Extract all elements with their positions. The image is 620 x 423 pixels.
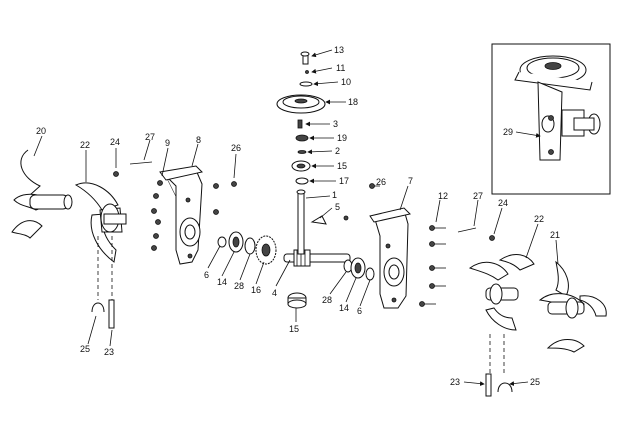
callout-21: 21 (550, 230, 560, 240)
left-bearing-stack (217, 231, 277, 265)
callout-9: 9 (165, 138, 170, 148)
callout-29: 29 (503, 127, 513, 137)
callout-18: 18 (348, 97, 358, 107)
worm-shaft (283, 249, 351, 267)
callout-15-upper: 15 (337, 161, 347, 171)
fastener-set (113, 161, 495, 307)
left-outer-tine (11, 149, 73, 239)
leader-lines (33, 49, 559, 386)
left-inner-tine (74, 182, 127, 263)
left-housing-half (159, 165, 203, 265)
tine-pins-clips (91, 236, 513, 397)
callout-23-right: 23 (450, 377, 460, 387)
callout-labels: 13 11 10 18 3 19 2 15 17 1 5 20 22 24 27… (36, 45, 560, 387)
lower-bearing (287, 292, 307, 309)
right-housing-half (369, 207, 411, 309)
callout-2: 2 (335, 146, 340, 156)
callout-25-right: 25 (530, 377, 540, 387)
callout-14-left: 14 (217, 277, 227, 287)
callout-25-left: 25 (80, 344, 90, 354)
callout-1: 1 (332, 190, 337, 200)
callout-16: 16 (251, 285, 261, 295)
callout-22-left: 22 (80, 140, 90, 150)
callout-26-left: 26 (231, 143, 241, 153)
right-inner-tine (468, 253, 535, 331)
callout-20: 20 (36, 126, 46, 136)
callout-24-left: 24 (110, 137, 120, 147)
callout-5: 5 (335, 202, 340, 212)
input-shaft (296, 189, 327, 255)
right-bearing-stack (343, 257, 375, 281)
right-outer-tine (538, 260, 607, 353)
callout-27-left: 27 (145, 132, 155, 142)
callout-17: 17 (339, 176, 349, 186)
callout-14-right: 14 (339, 303, 349, 313)
callout-7: 7 (408, 176, 413, 186)
callout-28-right: 28 (322, 295, 332, 305)
callout-22-right: 22 (534, 214, 544, 224)
callout-13: 13 (334, 45, 344, 55)
callout-10: 10 (341, 77, 351, 87)
callout-11: 11 (336, 63, 345, 73)
callout-23-left: 23 (104, 347, 114, 357)
callout-3: 3 (333, 119, 338, 129)
callout-12: 12 (438, 191, 448, 201)
callout-6-left: 6 (204, 270, 209, 280)
inset-assembly-view (491, 43, 611, 195)
upper-pulley-stack (276, 51, 326, 185)
callout-19: 19 (337, 133, 347, 143)
callout-28-left: 28 (234, 281, 244, 291)
callout-15-lower: 15 (289, 324, 299, 334)
callout-4: 4 (272, 288, 277, 298)
callout-24-right: 24 (498, 198, 508, 208)
callout-8: 8 (196, 135, 201, 145)
callout-6-right: 6 (357, 306, 362, 316)
callout-27-right: 27 (473, 191, 483, 201)
callout-26-right: 26 (376, 177, 386, 187)
